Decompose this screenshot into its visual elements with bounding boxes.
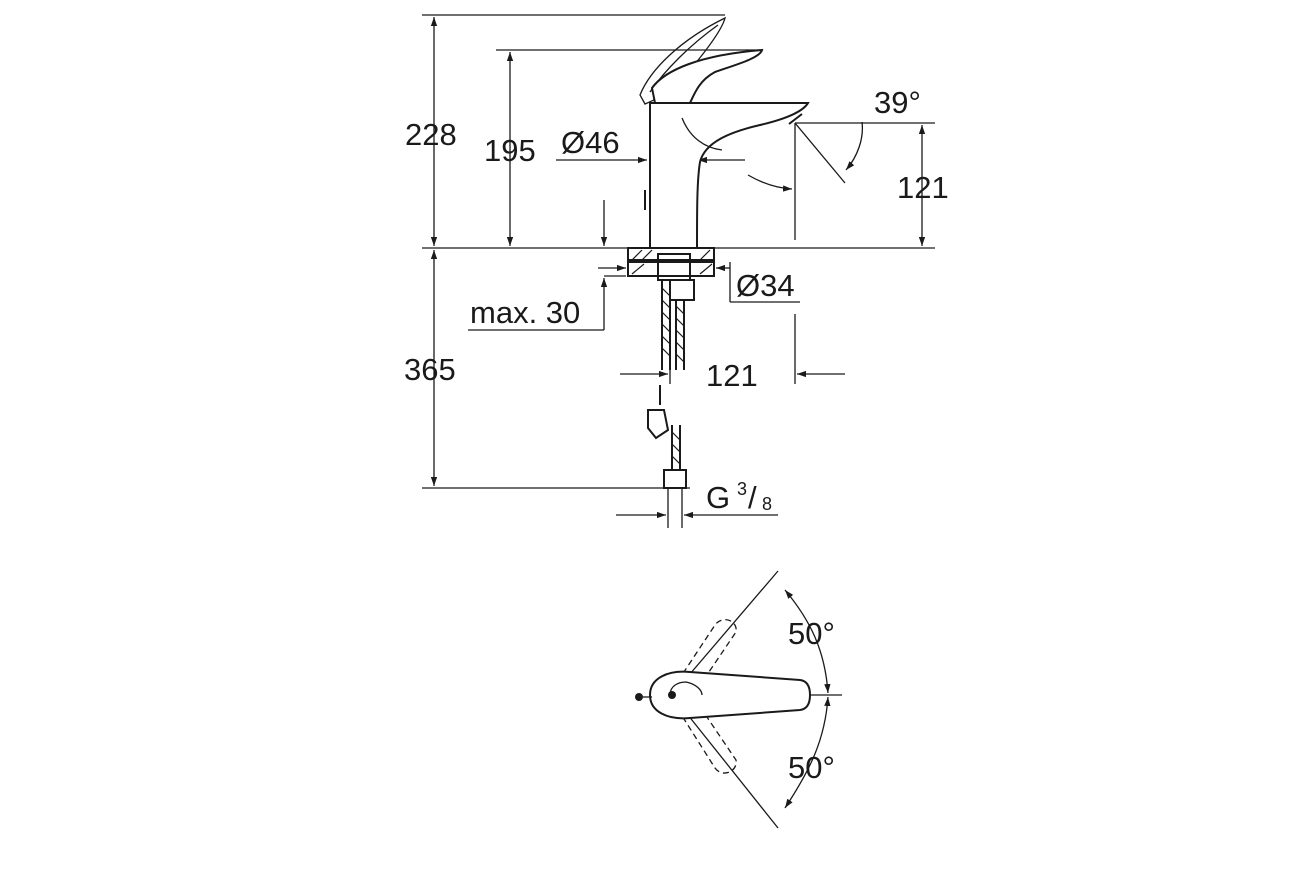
mount-nut [669,279,695,301]
popup-clip [647,409,670,440]
lever-ghost-up [671,619,737,701]
mount-flange-bottom [627,261,715,277]
side-view: 228 195 Ø46 39° 121 [404,14,949,528]
dim-label-g-letter: G [706,480,730,515]
lever-ghost-down [671,691,737,774]
connection-nut [663,469,687,489]
dim-label-g-slash: / [748,480,757,515]
dim-label-195: 195 [484,133,536,168]
mount-flange-top [627,247,715,261]
dim-label-d46: Ø46 [561,125,620,160]
flange-hatching [631,249,713,275]
hose-braid [661,287,685,363]
angle-label-50-down: 50° [788,750,835,785]
angle-arc-39 [845,121,864,171]
lever-cap-outline [669,681,703,696]
spout-flow-arc [747,174,793,192]
lever-closed [650,48,764,104]
angle-arc-50-down [784,696,831,809]
faucet-body [649,102,810,249]
angle-arc-50-up [784,589,831,694]
dim-label-max30: max. 30 [470,295,580,330]
angle-label-50-up: 50° [788,616,835,651]
top-view: 50° 50° [635,570,842,829]
hose-lower-braid [671,431,681,465]
dim-label-365: 365 [404,352,456,387]
angle-label-39: 39° [874,85,921,120]
dim-label-121-horizontal: 121 [706,358,758,393]
dim-label-121-vertical: 121 [897,170,949,205]
lever-pivot-dot [668,691,676,699]
dim-label-d34: Ø34 [736,268,795,303]
dim-label-228: 228 [405,117,457,152]
dim-label-g-numerator: 3 [737,479,747,499]
hose-right [675,300,685,370]
body-contour-curve [681,117,723,151]
angle-spray-line [794,122,846,184]
popup-knob-dot [635,693,643,701]
aerator-outlet [788,113,803,125]
dim-label-g-denominator: 8 [762,494,772,514]
